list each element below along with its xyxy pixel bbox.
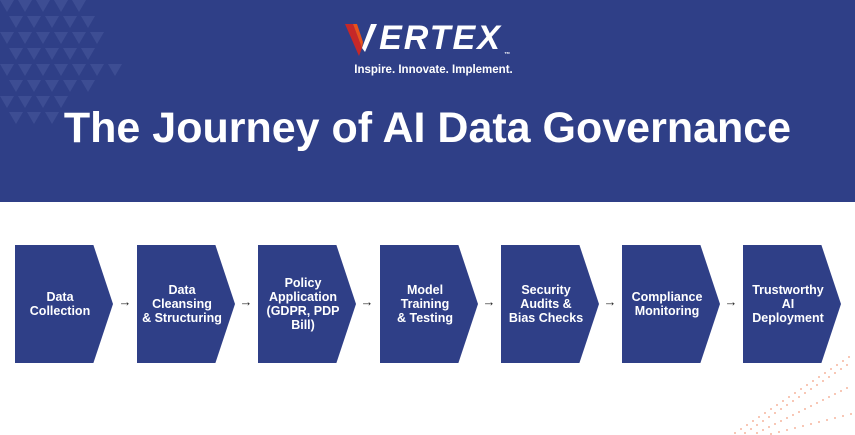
triangle-pattern-decoration — [0, 0, 122, 124]
step-policy-application: Policy Application (GDPR, PDP Bill) — [258, 245, 356, 363]
step-data-cleansing: Data Cleansing & Structuring — [137, 245, 235, 363]
step-security-audits: Security Audits & Bias Checks — [501, 245, 599, 363]
logo-v-mark-icon — [345, 24, 378, 56]
process-flow: Data Collection → Data Cleansing & Struc… — [0, 245, 855, 365]
step-trustworthy-deployment: Trustworthy AI Deployment — [743, 245, 841, 363]
step-label: Model Training & Testing — [396, 283, 454, 325]
step-data-collection: Data Collection — [15, 245, 113, 363]
step-label: Data Collection — [29, 290, 91, 318]
dot-wave-decoration — [734, 356, 852, 435]
page-title: The Journey of AI Data Governance — [63, 104, 792, 152]
arrow-icon: → — [239, 294, 253, 309]
arrow-icon: → — [603, 294, 617, 309]
arrow-icon: → — [360, 294, 374, 309]
step-model-training: Model Training & Testing — [380, 245, 478, 363]
arrow-icon: → — [724, 294, 738, 309]
step-label: Policy Application (GDPR, PDP Bill) — [266, 276, 340, 332]
logo-tagline: Inspire. Innovate. Implement. — [354, 64, 513, 76]
step-label: Compliance Monitoring — [631, 290, 703, 318]
step-compliance-monitoring: Compliance Monitoring — [622, 245, 720, 363]
step-label: Data Cleansing & Structuring — [142, 283, 222, 325]
logo-text: ERTEX — [379, 19, 502, 57]
step-label: Trustworthy AI Deployment — [752, 283, 824, 325]
step-label: Security Audits & Bias Checks — [508, 283, 584, 325]
arrow-icon: → — [118, 294, 132, 309]
arrow-icon: → — [482, 294, 496, 309]
